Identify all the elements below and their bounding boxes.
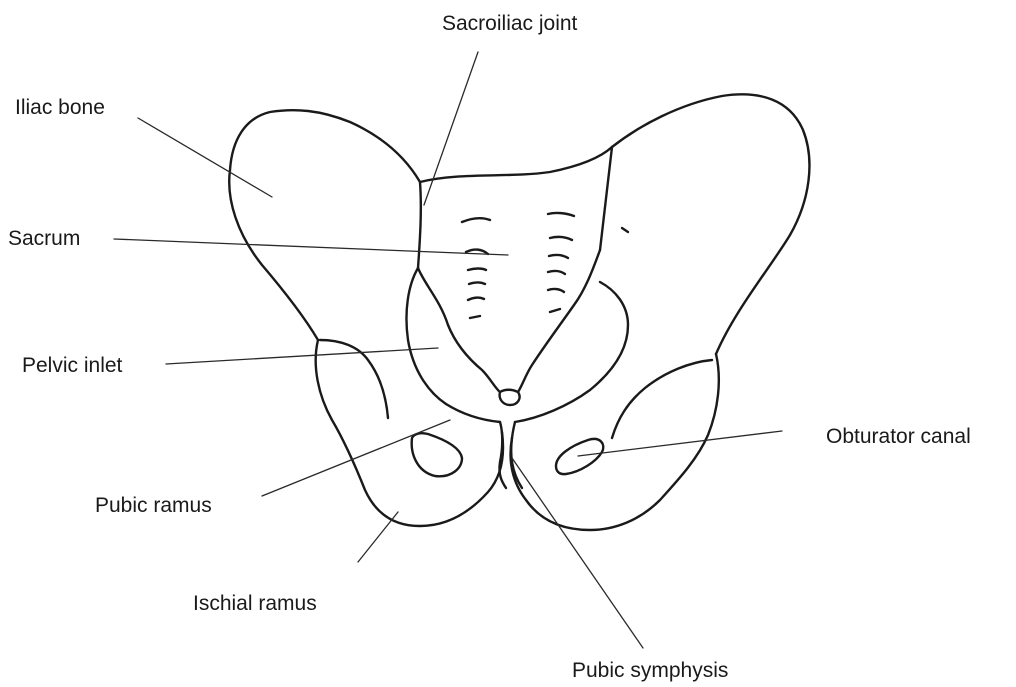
coccyx-tip	[500, 390, 520, 405]
sacral-foramina-right	[548, 213, 574, 312]
left-obturator-foramen	[412, 433, 462, 476]
leader-pubic-symphysis	[512, 458, 643, 648]
leader-sacrum	[114, 239, 508, 255]
left-iliac-wing-outline	[229, 110, 420, 340]
leader-ischial-ramus	[358, 512, 398, 562]
leader-pelvic-inlet	[166, 348, 438, 364]
leader-iliac-bone	[138, 118, 272, 197]
right-pubis-upper-edge	[612, 360, 712, 438]
label-sacrum: Sacrum	[8, 227, 80, 250]
label-iliac-bone: Iliac bone	[15, 96, 105, 119]
pubic-symphysis-right-edge	[511, 422, 522, 488]
sacral-foramina-left	[462, 218, 490, 318]
right-sacroiliac-joint-line	[600, 147, 612, 250]
label-pubic-symphysis: Pubic symphysis	[572, 659, 728, 682]
sacral-base-outline	[420, 147, 612, 182]
pelvis-illustration	[229, 94, 809, 530]
leader-obturator-canal	[578, 431, 782, 456]
left-ischium-outline	[316, 340, 503, 526]
label-pubic-ramus: Pubic ramus	[95, 494, 212, 517]
right-obturator-foramen	[556, 439, 603, 474]
label-ischial-ramus: Ischial ramus	[193, 592, 317, 615]
label-pelvic-inlet: Pelvic inlet	[22, 354, 123, 377]
right-sacroiliac-notch	[622, 228, 628, 232]
right-iliac-wing-outline	[612, 94, 809, 354]
pelvic-inlet-left-rim	[406, 268, 500, 422]
labels: Sacroiliac joint Iliac bone Sacrum Pelvi…	[8, 12, 971, 682]
leader-sacroiliac-joint	[424, 52, 478, 205]
pelvic-inlet-right-rim	[515, 282, 628, 422]
leader-pubic-ramus	[262, 420, 450, 496]
leader-lines	[114, 52, 782, 648]
sacrum-left-edge	[418, 268, 500, 392]
label-obturator-canal: Obturator canal	[826, 425, 971, 448]
left-sacroiliac-joint-line	[418, 182, 421, 268]
label-sacroiliac-joint: Sacroiliac joint	[442, 12, 578, 35]
